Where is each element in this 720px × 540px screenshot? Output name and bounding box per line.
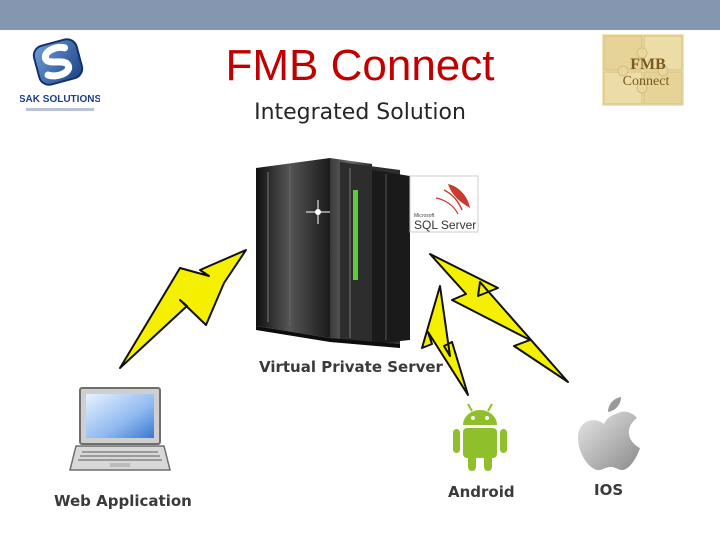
android-icon	[453, 403, 507, 471]
android-label: Android	[448, 483, 515, 501]
fmb-logo-line1: FMB	[630, 56, 666, 73]
lightning-bolt-left-icon	[119, 249, 247, 369]
lightning-bolt-center-icon	[421, 285, 469, 396]
laptop-icon	[69, 387, 171, 471]
web-application-label: Web Application	[54, 492, 192, 510]
lightning-bolt-right-icon	[429, 253, 569, 383]
sql-server-label: SQL Server	[414, 218, 476, 232]
svg-text:Microsoft: Microsoft	[414, 213, 435, 219]
sak-logo-text: SAK SOLUTIONS	[20, 94, 100, 105]
sql-server-icon: Microsoft SQL Server	[409, 175, 479, 233]
fmb-connect-logo: FMB Connect	[600, 32, 686, 108]
page-title: FMB Connect	[225, 41, 495, 90]
apple-icon	[578, 397, 640, 471]
ios-label: IOS	[594, 481, 624, 499]
sak-solutions-logo: SAK SOLUTIONS	[19, 36, 101, 118]
page-subtitle: Integrated Solution	[254, 100, 466, 125]
server-label: Virtual Private Server	[259, 358, 443, 376]
top-bar	[0, 0, 720, 30]
server-icon	[256, 158, 410, 348]
fmb-logo-line2: Connect	[623, 74, 670, 89]
